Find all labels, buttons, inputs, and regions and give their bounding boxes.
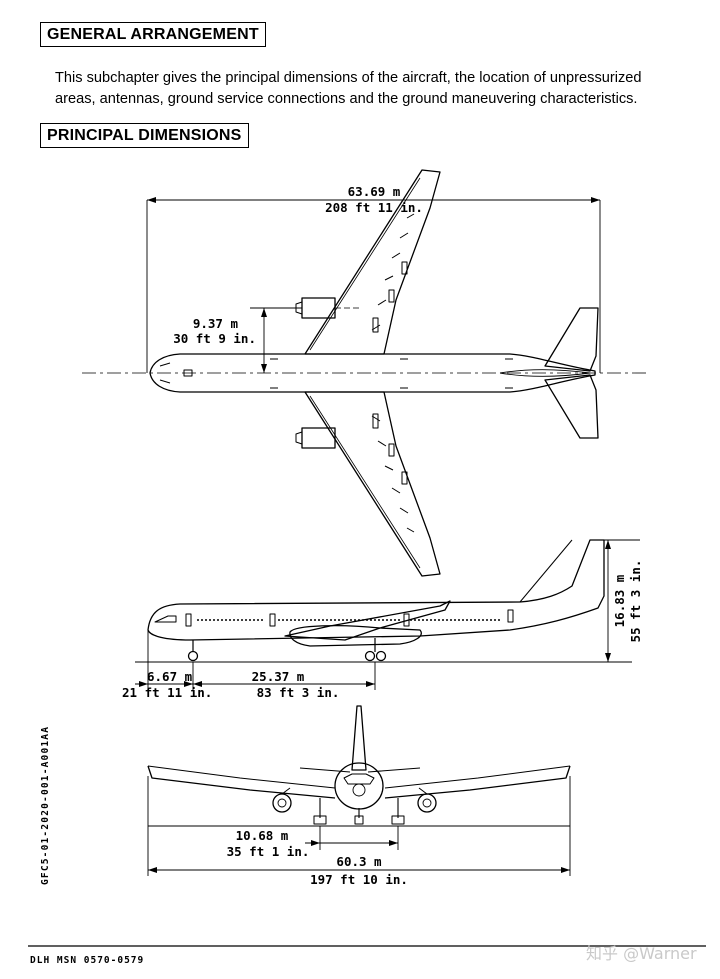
section-title-principal-dimensions: PRINCIPAL DIMENSIONS bbox=[40, 123, 249, 148]
dim-wingspan-ft: 208 ft 11 in. bbox=[325, 200, 423, 215]
section-title-general-arrangement: GENERAL ARRANGEMENT bbox=[40, 22, 266, 47]
dim-nose-gear-ft: 21 ft 11 in. bbox=[122, 685, 212, 700]
side-view bbox=[135, 539, 640, 690]
dim-length-ft: 197 ft 10 in. bbox=[310, 872, 408, 887]
dim-wheelbase-ft: 83 ft 3 in. bbox=[257, 685, 340, 700]
front-view bbox=[147, 705, 571, 876]
dim-height-m: 16.83 m bbox=[612, 574, 627, 627]
footer-msn: DLH MSN 0570-0579 bbox=[30, 955, 145, 966]
dim-nose-gear-m: 6.67 m bbox=[147, 669, 193, 684]
document-reference: GFC5-01-2020-001-A001AA bbox=[40, 725, 51, 885]
dim-track-m: 10.68 m bbox=[236, 828, 289, 843]
dim-engine-offset-m: 9.37 m bbox=[193, 316, 239, 331]
intro-line-2: areas, antennas, ground service connecti… bbox=[55, 91, 638, 107]
intro-line-1: This subchapter gives the principal dime… bbox=[55, 70, 642, 86]
top-view bbox=[82, 169, 650, 577]
dim-track-ft: 35 ft 1 in. bbox=[227, 844, 310, 859]
dim-length-m: 60.3 m bbox=[336, 854, 382, 869]
dim-wingspan-m: 63.69 m bbox=[348, 184, 401, 199]
watermark: 知乎 @Warner bbox=[586, 944, 697, 963]
dim-engine-offset-ft: 30 ft 9 in. bbox=[173, 331, 256, 346]
intro-paragraph: This subchapter gives the principal dime… bbox=[55, 68, 695, 110]
dim-height-ft: 55 ft 3 in. bbox=[628, 560, 643, 643]
dim-wheelbase-m: 25.37 m bbox=[252, 669, 305, 684]
